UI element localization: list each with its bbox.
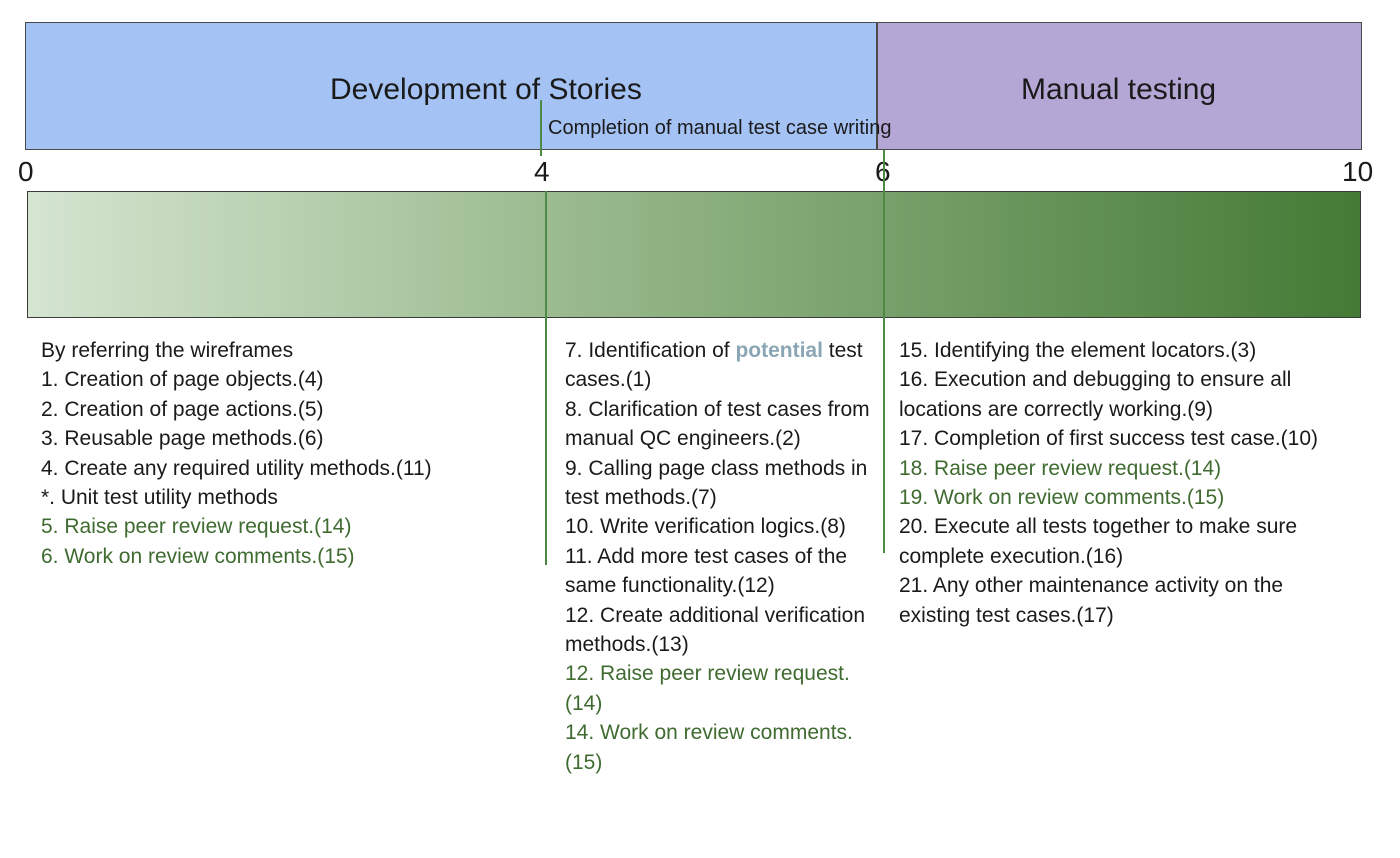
- task-column-development: By referring the wireframes 1. Creation o…: [41, 336, 531, 571]
- task-item: 17. Completion of first success test cas…: [899, 427, 1319, 451]
- milestone-label: Completion of manual test case writing: [548, 117, 892, 139]
- task-item-text: 7. Identification of: [565, 339, 736, 362]
- task-item: 18. Raise peer review request.(14): [899, 456, 1222, 480]
- task-item: 9. Calling page class methods in test me…: [565, 456, 868, 510]
- milestone-marker-line: [540, 100, 542, 156]
- task-item: 4. Create any required utility methods.(…: [41, 456, 432, 480]
- task-item: 19. Work on review comments.(15): [899, 486, 1225, 510]
- tick-10: 10: [1342, 156, 1374, 187]
- task-column-manual-testing: 15. Identifying the element locators.(3)…: [899, 336, 1359, 630]
- phase-development-label: Development of Stories: [330, 73, 642, 106]
- highlighted-word: potential: [735, 339, 823, 362]
- task-item: 10. Write verification logics.(8): [565, 515, 846, 539]
- task-column-test-writing: 7. Identification of potential test case…: [565, 336, 870, 777]
- task-item: 2. Creation of page actions.(5): [41, 397, 324, 421]
- task-item-text: test cases.(1): [565, 339, 863, 392]
- progress-gradient-bar: [27, 191, 1361, 318]
- phase-manual-testing: Manual testing: [877, 22, 1362, 150]
- task-item: 11. Add more test cases of the same func…: [565, 544, 848, 598]
- tick-4: 4: [534, 156, 550, 187]
- task-item: 8. Clarification of test cases from manu…: [565, 397, 870, 451]
- phase-development: Development of Stories: [25, 22, 877, 150]
- separator-line-4: [545, 191, 547, 565]
- task-item: 12. Raise peer review request.(14): [565, 662, 850, 715]
- task-item: 16. Execution and debugging to ensure al…: [899, 368, 1292, 421]
- task-item: 6. Work on review comments.(15): [41, 544, 355, 568]
- task-item: 1. Creation of page objects.(4): [41, 368, 324, 392]
- separator-line-6: [883, 150, 885, 553]
- task-item: 3. Reusable page methods.(6): [41, 427, 324, 451]
- task-item: 21. Any other maintenance activity on th…: [899, 574, 1284, 627]
- task-item: 12. Create additional verification metho…: [565, 603, 866, 657]
- task-item: *. Unit test utility methods: [41, 486, 278, 510]
- task-item: 14. Work on review comments.(15): [565, 721, 853, 774]
- task-item: 15. Identifying the element locators.(3): [899, 339, 1257, 362]
- task-item: By referring the wireframes: [41, 339, 294, 362]
- task-item: 20. Execute all tests together to make s…: [899, 515, 1298, 568]
- task-item: 7. Identification of potential test case…: [565, 336, 870, 395]
- tick-0: 0: [18, 156, 34, 187]
- tick-6: 6: [875, 156, 891, 188]
- phase-manual-testing-label: Manual testing: [1021, 73, 1217, 106]
- task-item: 5. Raise peer review request.(14): [41, 515, 352, 539]
